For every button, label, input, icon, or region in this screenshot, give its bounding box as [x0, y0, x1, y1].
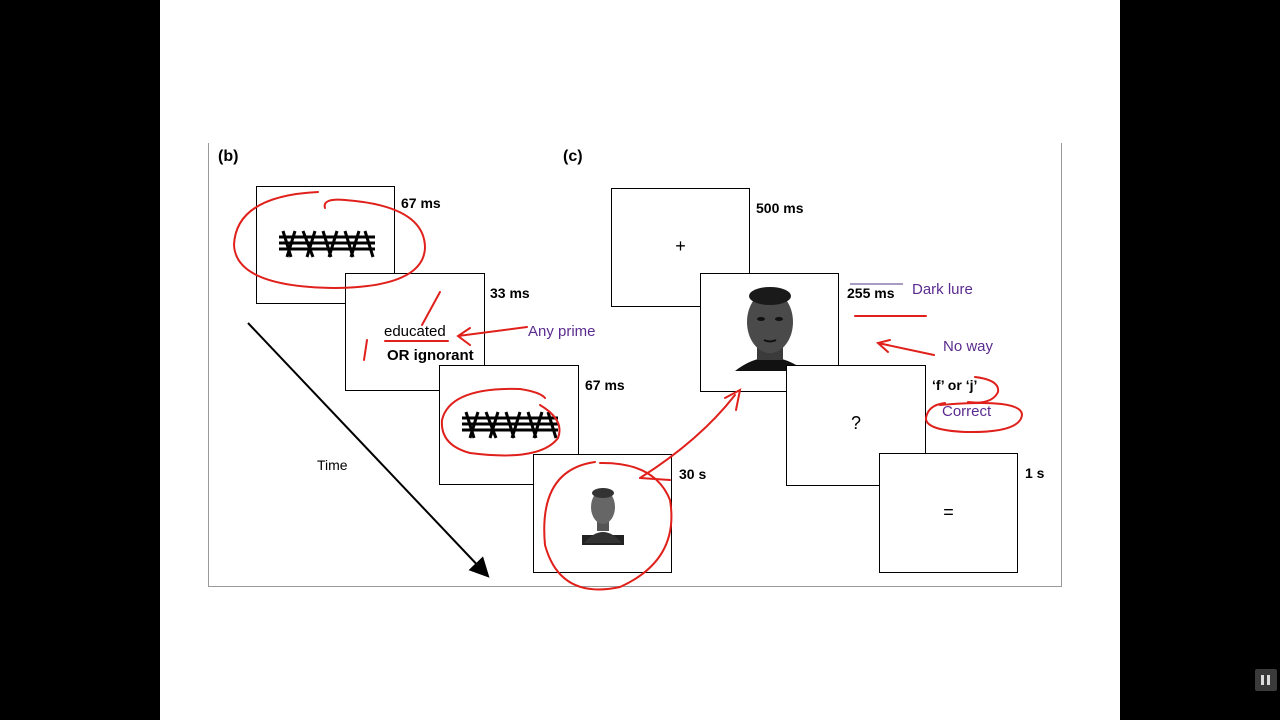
- face-box-large: [700, 273, 839, 392]
- panel-c-label: (c): [563, 148, 583, 165]
- duration-b2: 33 ms: [490, 285, 530, 301]
- question-mark: ?: [850, 413, 861, 433]
- prime-word-ignorant: OR ignorant: [387, 347, 474, 364]
- equals-sign: =: [943, 502, 954, 522]
- face-box-small: [533, 454, 672, 573]
- note-dark-lure: Dark lure: [912, 281, 973, 298]
- duration-b1: 67 ms: [401, 195, 441, 211]
- duration-b4: 30 s: [679, 466, 707, 482]
- prime-word-educated: educated: [384, 323, 446, 340]
- panel-b-label: (b): [218, 148, 239, 165]
- duration-c4: 1 s: [1025, 465, 1045, 481]
- pause-icon[interactable]: [1255, 669, 1277, 691]
- face-image-small: [582, 488, 624, 545]
- duration-b3: 67 ms: [585, 377, 625, 393]
- duration-c1: 500 ms: [756, 200, 804, 216]
- pause-bar-left: [1261, 675, 1264, 685]
- duration-c2: 255 ms: [847, 285, 895, 301]
- time-label: Time: [317, 457, 348, 473]
- fixation-cross: +: [675, 236, 686, 256]
- duration-c3: ‘f’ or ‘j’: [932, 377, 978, 393]
- feedback-box: =: [879, 453, 1018, 573]
- pause-bar-right: [1267, 675, 1270, 685]
- note-any-prime: Any prime: [528, 323, 596, 340]
- note-no-way: No way: [943, 338, 994, 355]
- note-correct: Correct: [942, 403, 992, 420]
